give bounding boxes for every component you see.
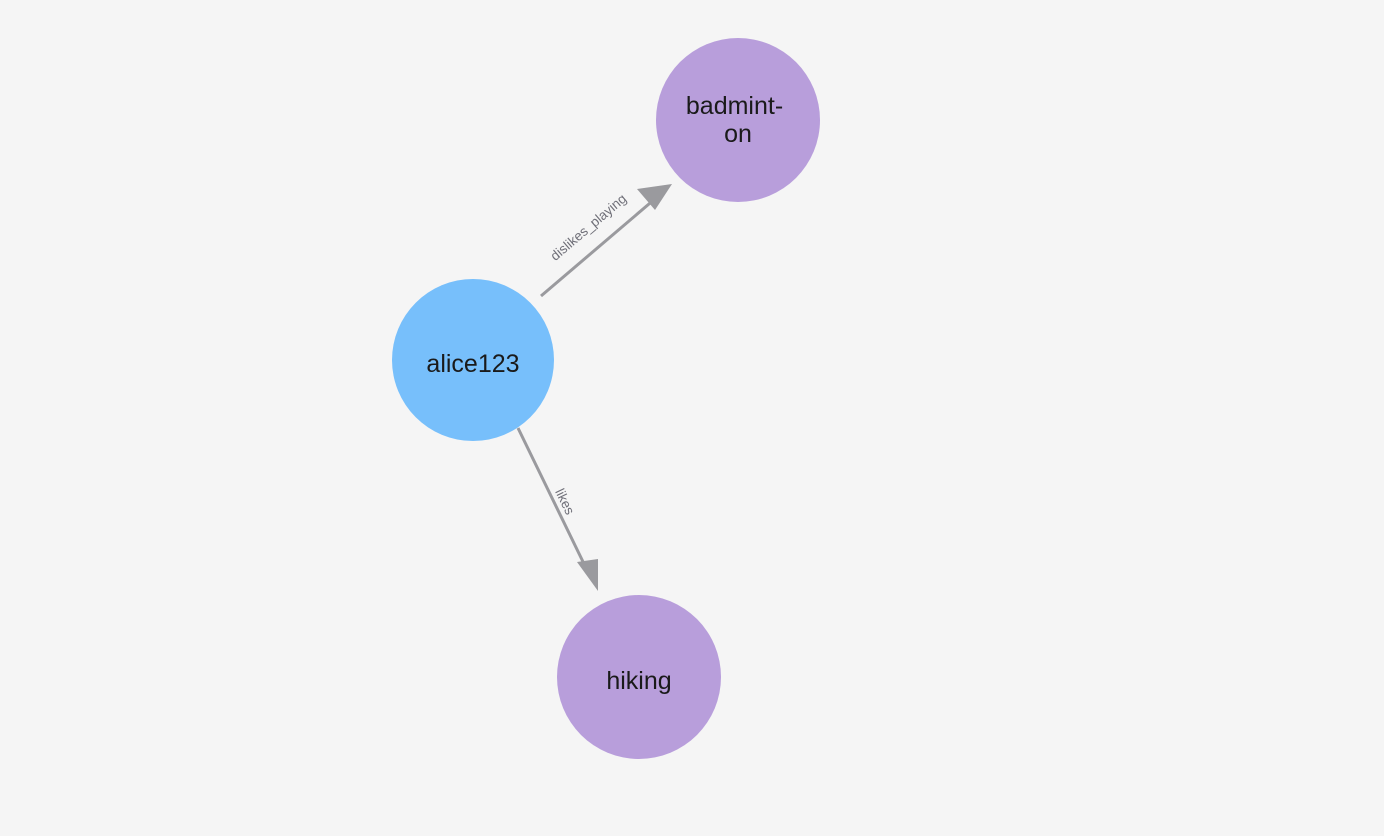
edge-label-dislikes-playing: dislikes_playing	[548, 191, 630, 264]
node-badminton[interactable]: badmint- on	[656, 38, 820, 202]
edge-likes[interactable]: likes	[516, 427, 598, 591]
edge-line-dislikes-playing[interactable]	[540, 196, 657, 298]
arrowhead-icon-likes	[577, 559, 598, 591]
node-alice123[interactable]: alice123	[392, 279, 554, 441]
edge-dislikes-playing[interactable]: dislikes_playing	[540, 184, 672, 298]
node-circle-alice123[interactable]	[392, 279, 554, 441]
node-hiking[interactable]: hiking	[557, 595, 721, 759]
node-circle-hiking[interactable]	[557, 595, 721, 759]
node-circle-badminton[interactable]	[656, 38, 820, 202]
arrowhead-icon-dislikes-playing	[637, 184, 672, 210]
edge-line-likes[interactable]	[516, 427, 589, 571]
edge-label-likes: likes	[552, 486, 577, 517]
nodes-layer: badmint- on alice123 hiking	[392, 38, 820, 759]
